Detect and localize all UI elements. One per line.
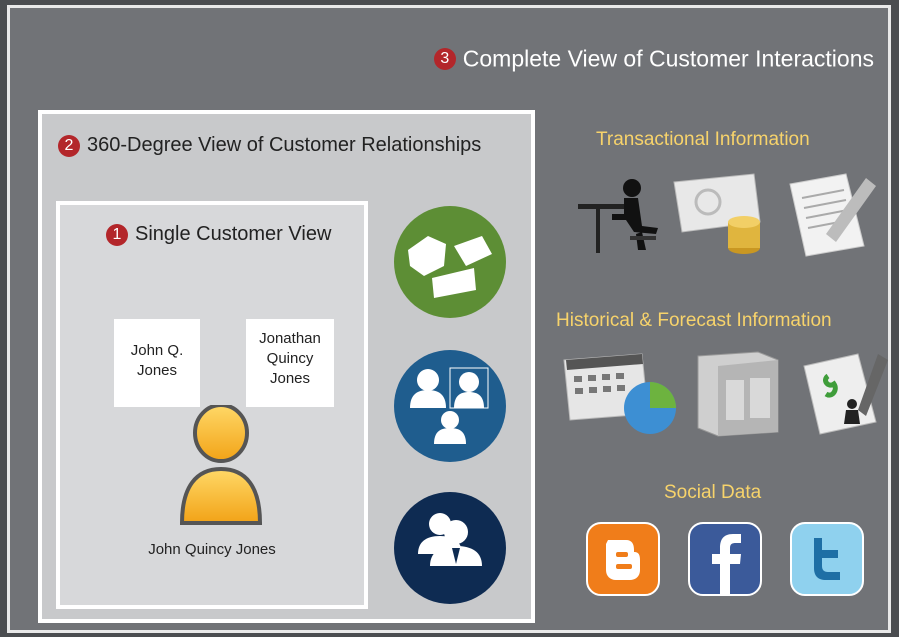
blogger-icon: [586, 522, 660, 596]
step-1-badge: 1: [106, 223, 128, 246]
historical-heading: Historical & Forecast Information: [556, 310, 832, 331]
houses-icon: [408, 236, 492, 298]
coins-check-icon: [673, 173, 761, 254]
alias-card-full-line1: Jonathan: [259, 330, 321, 347]
alias-card-full-line2: Quincy: [266, 350, 314, 367]
alias-card-full: Jonathan Quincy Jones: [246, 319, 334, 407]
single-customer-title-text: Single Customer View: [135, 223, 332, 246]
report-docs-icon: [803, 353, 888, 435]
customer-person-icon: [179, 405, 263, 525]
family-circle: [394, 350, 506, 462]
relationships-title: 2 360-Degree View of Customer Relationshi…: [58, 134, 481, 157]
relationships-title-text: 360-Degree View of Customer Relationship…: [87, 134, 482, 157]
calendar-chart-icon: [563, 353, 676, 434]
step-3-badge: 3: [433, 47, 456, 70]
relationships-panel: 2 360-Degree View of Customer Relationshi…: [38, 110, 535, 623]
single-customer-panel: 1 Single Customer View John Q. Jones Jona…: [56, 201, 368, 609]
complete-view-title-text: Complete View of Customer Interactions: [462, 45, 874, 72]
step-2-badge: 2: [58, 134, 80, 157]
social-heading: Social Data: [664, 482, 762, 503]
facebook-icon: [688, 522, 762, 596]
document-pen-icon: [789, 173, 876, 257]
alias-card-short-line2: Jones: [136, 362, 178, 379]
transactional-heading: Transactional Information: [596, 129, 810, 150]
twitter-icon: [790, 522, 864, 596]
alias-card-full-line3: Jones: [269, 370, 311, 387]
file-cabinet-icon: [697, 351, 779, 437]
alias-card-short-line1: John Q.: [130, 342, 184, 359]
business-circle: [394, 492, 506, 604]
complete-view-title: 3 Complete View of Customer Interactions: [433, 44, 874, 72]
family-icon: [410, 367, 489, 444]
single-customer-title: 1 Single Customer View: [106, 223, 331, 246]
desk-worker-icon: [578, 179, 658, 253]
business-people-icon: [418, 513, 482, 566]
customer-name: John Quincy Jones: [148, 541, 276, 558]
households-circle: [394, 206, 506, 318]
alias-card-short: John Q. Jones: [114, 319, 200, 407]
